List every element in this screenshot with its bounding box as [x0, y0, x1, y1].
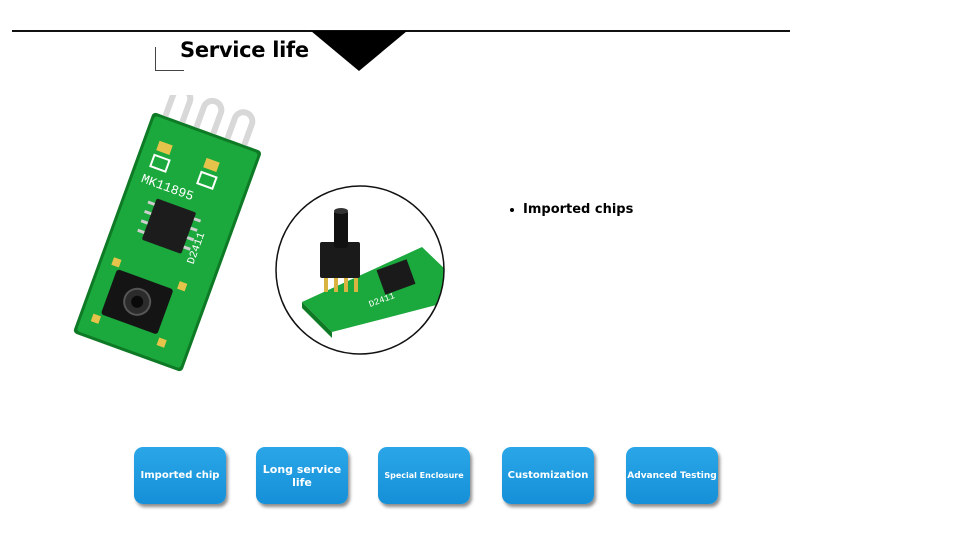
long-service-life-button[interactable]: Long service life	[256, 447, 348, 504]
bullet-dot-icon	[510, 207, 514, 212]
header-triangle-marker	[311, 31, 407, 71]
customization-button[interactable]: Customization	[502, 447, 594, 504]
feature-bullet-text: Imported chips	[523, 202, 634, 217]
imported-chip-button[interactable]: Imported chip	[134, 447, 226, 504]
feature-bullet-item: Imported chips	[510, 202, 633, 217]
page-title: Service life	[180, 38, 309, 62]
advanced-testing-button[interactable]: Advanced Testing	[626, 447, 718, 504]
special-enclosure-button[interactable]: Special Enclosure	[378, 447, 470, 504]
title-corner-bracket	[155, 47, 184, 71]
pcb-module-image: MK11895 D2411	[73, 95, 261, 372]
chip-closeup-image: D2411	[275, 185, 445, 355]
